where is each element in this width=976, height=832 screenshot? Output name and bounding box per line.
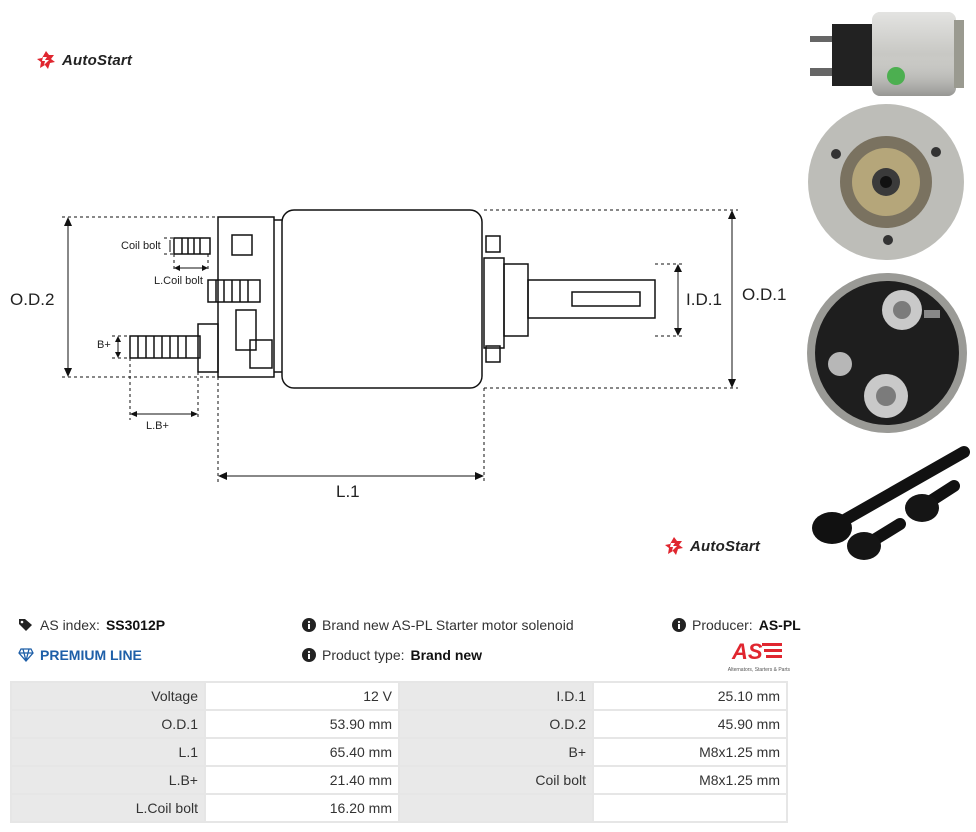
autostart-logo-top: AutoStart	[36, 50, 132, 70]
plunger-rod	[527, 279, 656, 319]
od1-label: O.D.1	[742, 285, 787, 304]
autostart-logo-icon	[665, 537, 683, 555]
premium-line-badge[interactable]: PREMIUM LINE	[18, 647, 142, 663]
spec-label-cell: L.Coil bolt	[10, 793, 206, 823]
as-index-value: SS3012P	[105, 617, 166, 633]
solenoid-body	[281, 209, 483, 389]
info-icon	[302, 648, 316, 662]
product-type: Product type: Brand new	[302, 647, 482, 663]
spec-value-cell: 21.40 mm	[204, 765, 400, 795]
spec-label-cell: O.D.2	[398, 709, 594, 739]
autostart-logo-icon	[37, 51, 55, 69]
lb-plus-label: L.B+	[146, 420, 169, 432]
spec-label-cell: Coil bolt	[398, 765, 594, 795]
l-coil-bolt-label: L.Coil bolt	[154, 275, 203, 287]
spec-value-cell: 65.40 mm	[204, 737, 400, 767]
description-text: Brand new AS-PL Starter motor solenoid	[322, 617, 574, 633]
as-index-label: AS index:	[40, 617, 100, 633]
spec-value-cell: 25.10 mm	[592, 681, 788, 711]
spec-value-cell	[592, 793, 788, 823]
od2-label: O.D.2	[10, 290, 55, 309]
photo-front-view[interactable]	[806, 102, 968, 262]
plunger-housing	[483, 257, 505, 349]
producer: Producer: AS-PL	[672, 617, 801, 633]
l1-label: L.1	[336, 482, 360, 501]
autostart-logo-text: AutoStart	[690, 537, 761, 555]
photo-side-view[interactable]	[806, 6, 966, 98]
producer-label: Producer:	[692, 617, 753, 633]
photo-bolts[interactable]	[804, 440, 970, 570]
spec-value-cell: M8x1.25 mm	[592, 737, 788, 767]
spec-value-cell: M8x1.25 mm	[592, 765, 788, 795]
as-index: AS index: SS3012P	[18, 617, 165, 633]
info-icon	[302, 618, 316, 632]
spec-value-cell: 16.20 mm	[204, 793, 400, 823]
spec-value-cell: 53.90 mm	[204, 709, 400, 739]
solenoid-dimension-drawing	[62, 209, 738, 482]
spec-label-cell: I.D.1	[398, 681, 594, 711]
autostart-logo-bottom: AutoStart	[664, 536, 760, 556]
coil-bolt	[173, 237, 211, 255]
producer-value: AS-PL	[758, 617, 801, 633]
product-type-label: Product type:	[322, 647, 405, 663]
diamond-icon	[18, 648, 34, 662]
description: Brand new AS-PL Starter motor solenoid	[302, 617, 574, 633]
as-pl-logo: AS Alternators, Starters & Parts	[714, 639, 794, 673]
as-pl-logo-tagline: Alternators, Starters & Parts	[727, 667, 790, 673]
spec-label-cell	[398, 793, 594, 823]
photo-terminal-view[interactable]	[806, 270, 968, 436]
tags-icon	[19, 619, 32, 631]
premium-line-label: PREMIUM LINE	[40, 647, 142, 663]
product-type-value: Brand new	[410, 647, 483, 663]
coil-bolt-label: Coil bolt	[121, 240, 161, 252]
spec-label-cell: Voltage	[10, 681, 206, 711]
b-plus-label: B+	[97, 339, 111, 351]
as-pl-logo-mark: AS	[731, 639, 782, 664]
svg-text:AS: AS	[731, 640, 763, 662]
spec-value-cell: 12 V	[204, 681, 400, 711]
spec-label-cell: B+	[398, 737, 594, 767]
spec-value-cell: 45.90 mm	[592, 709, 788, 739]
b-plus-bolt	[129, 335, 201, 359]
terminal-block	[217, 216, 275, 378]
spec-label-cell: O.D.1	[10, 709, 206, 739]
autostart-logo-text: AutoStart	[62, 51, 133, 69]
id1-label: I.D.1	[686, 290, 722, 309]
info-icon	[672, 618, 686, 632]
spec-label-cell: L.1	[10, 737, 206, 767]
spec-label-cell: L.B+	[10, 765, 206, 795]
